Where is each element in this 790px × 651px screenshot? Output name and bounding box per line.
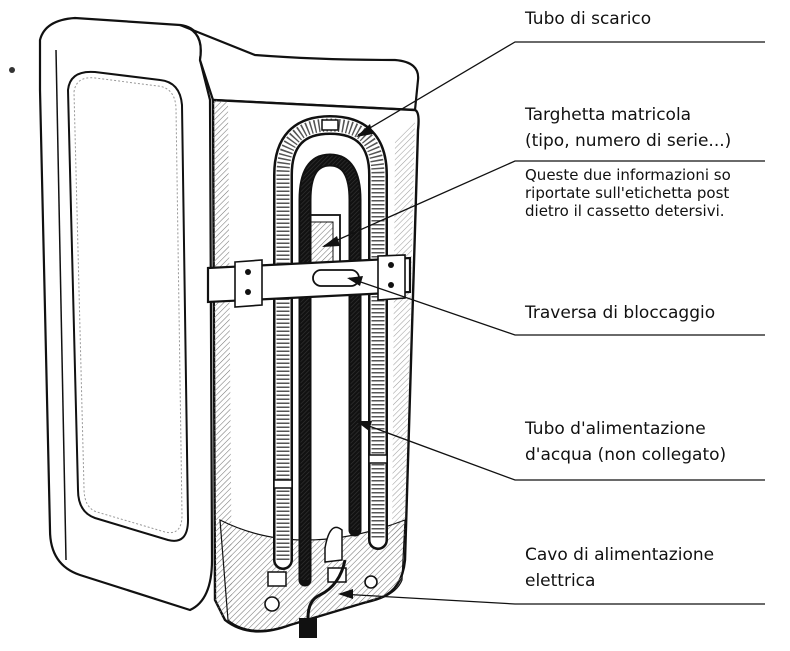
foot-icon bbox=[364, 575, 378, 589]
water-supply-hose-core bbox=[300, 155, 360, 580]
bolt-icon bbox=[245, 289, 251, 295]
label-rating-plate: Targhetta matricola bbox=[525, 105, 692, 125]
side-panel-inner-hatch bbox=[73, 77, 183, 534]
arrowhead-drain-hose bbox=[356, 124, 373, 137]
side-panel-inner-frame bbox=[66, 70, 190, 542]
bolt-icon bbox=[388, 262, 394, 268]
leader-lines bbox=[323, 41, 765, 605]
foot-icon bbox=[264, 596, 280, 612]
power-cable bbox=[306, 559, 347, 619]
label-locking-bar: Traversa di bloccaggio bbox=[525, 303, 716, 323]
hose-clip bbox=[321, 119, 339, 131]
label-drain-hose: Tubo di scarico bbox=[525, 9, 652, 29]
rating-plate-note-line1: Queste due informazioni so bbox=[525, 166, 731, 184]
side-front-edge bbox=[55, 49, 67, 561]
label-power-cable: Cavo di alimentazione bbox=[525, 545, 715, 565]
leader-locking-bar bbox=[348, 277, 765, 336]
leader-drain-hose bbox=[357, 41, 765, 136]
rear-panel-shading bbox=[213, 100, 232, 618]
label-water-supply-hose: Tubo d'alimentazione bbox=[525, 419, 706, 439]
power-plug bbox=[299, 618, 317, 638]
rear-right-shading bbox=[392, 120, 415, 545]
hose-clip bbox=[273, 479, 293, 489]
machine-top bbox=[179, 23, 420, 112]
hose-clip bbox=[368, 454, 388, 464]
bolt-icon bbox=[245, 269, 251, 275]
rating-plate-note-line3: dietro il cassetto detersivi. bbox=[525, 202, 725, 220]
leader-water-supply bbox=[357, 421, 765, 481]
rating-plate-note: Queste due informazioni so riportate sul… bbox=[525, 166, 790, 226]
arrowhead-water-supply bbox=[356, 421, 372, 431]
leader-power-cable bbox=[339, 593, 765, 605]
bottom-bracket bbox=[267, 571, 287, 587]
stray-dot bbox=[9, 67, 15, 73]
inlet-valve bbox=[324, 526, 343, 563]
leader-rating-plate bbox=[323, 160, 765, 247]
arrowhead-power-cable bbox=[338, 589, 353, 599]
locking-bar-bracket-right bbox=[377, 254, 406, 301]
label-power-cable-detail: elettrica bbox=[525, 571, 596, 591]
leader-arrowheads bbox=[322, 124, 373, 599]
label-rating-plate-detail: (tipo, numero di serie...) bbox=[525, 131, 732, 151]
arrowhead-rating-plate bbox=[322, 236, 340, 247]
locking-bar-bracket-left bbox=[234, 259, 263, 308]
bolt-icon bbox=[388, 282, 394, 288]
arrowhead-locking-bar bbox=[347, 276, 363, 286]
rating-plate-note-line2: riportate sull'etichetta post bbox=[525, 184, 730, 202]
label-water-supply-hose-detail: d'acqua (non collegato) bbox=[525, 445, 727, 465]
